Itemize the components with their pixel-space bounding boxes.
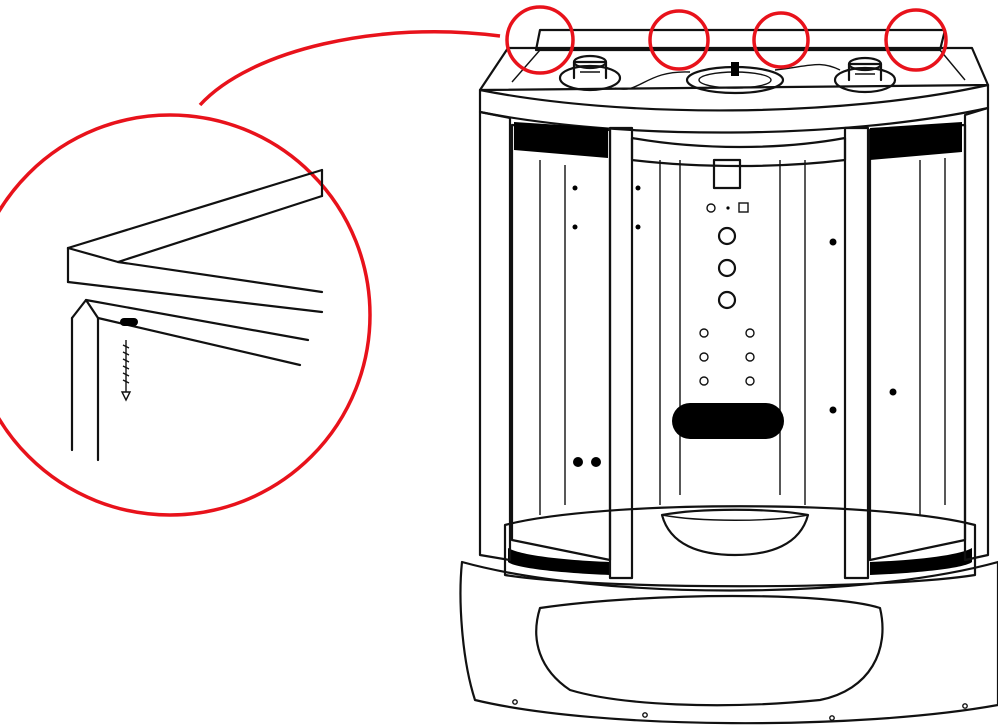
right-speaker-icon [833, 56, 897, 94]
callout-circle-3 [752, 11, 810, 69]
cabin-base [459, 560, 998, 725]
callout-circle-4 [884, 8, 948, 72]
left-speaker-icon [558, 54, 622, 92]
highlight-callouts [505, 5, 948, 75]
callout-circle-2 [648, 9, 710, 71]
frame-corner-detail [66, 168, 324, 462]
jet-large-1 [717, 226, 737, 246]
body-jets [699, 328, 755, 386]
front-panel [535, 594, 884, 707]
bathtub [503, 505, 977, 588]
headrest [672, 403, 784, 439]
jet-large-2 [717, 258, 737, 278]
screw-hole [120, 318, 138, 326]
cabin-interior [510, 122, 967, 562]
detail-circle [0, 113, 372, 517]
jet-large-3 [717, 290, 737, 310]
callout-leader-line [198, 30, 501, 107]
callout-circle-1 [505, 5, 575, 75]
roof-light-icon [685, 62, 785, 95]
detail-view-frame-corner [0, 30, 501, 517]
tub-seat [660, 508, 810, 557]
screw-icon [120, 340, 132, 402]
cabin-roof [478, 28, 990, 134]
cabin-pillars [478, 106, 990, 580]
